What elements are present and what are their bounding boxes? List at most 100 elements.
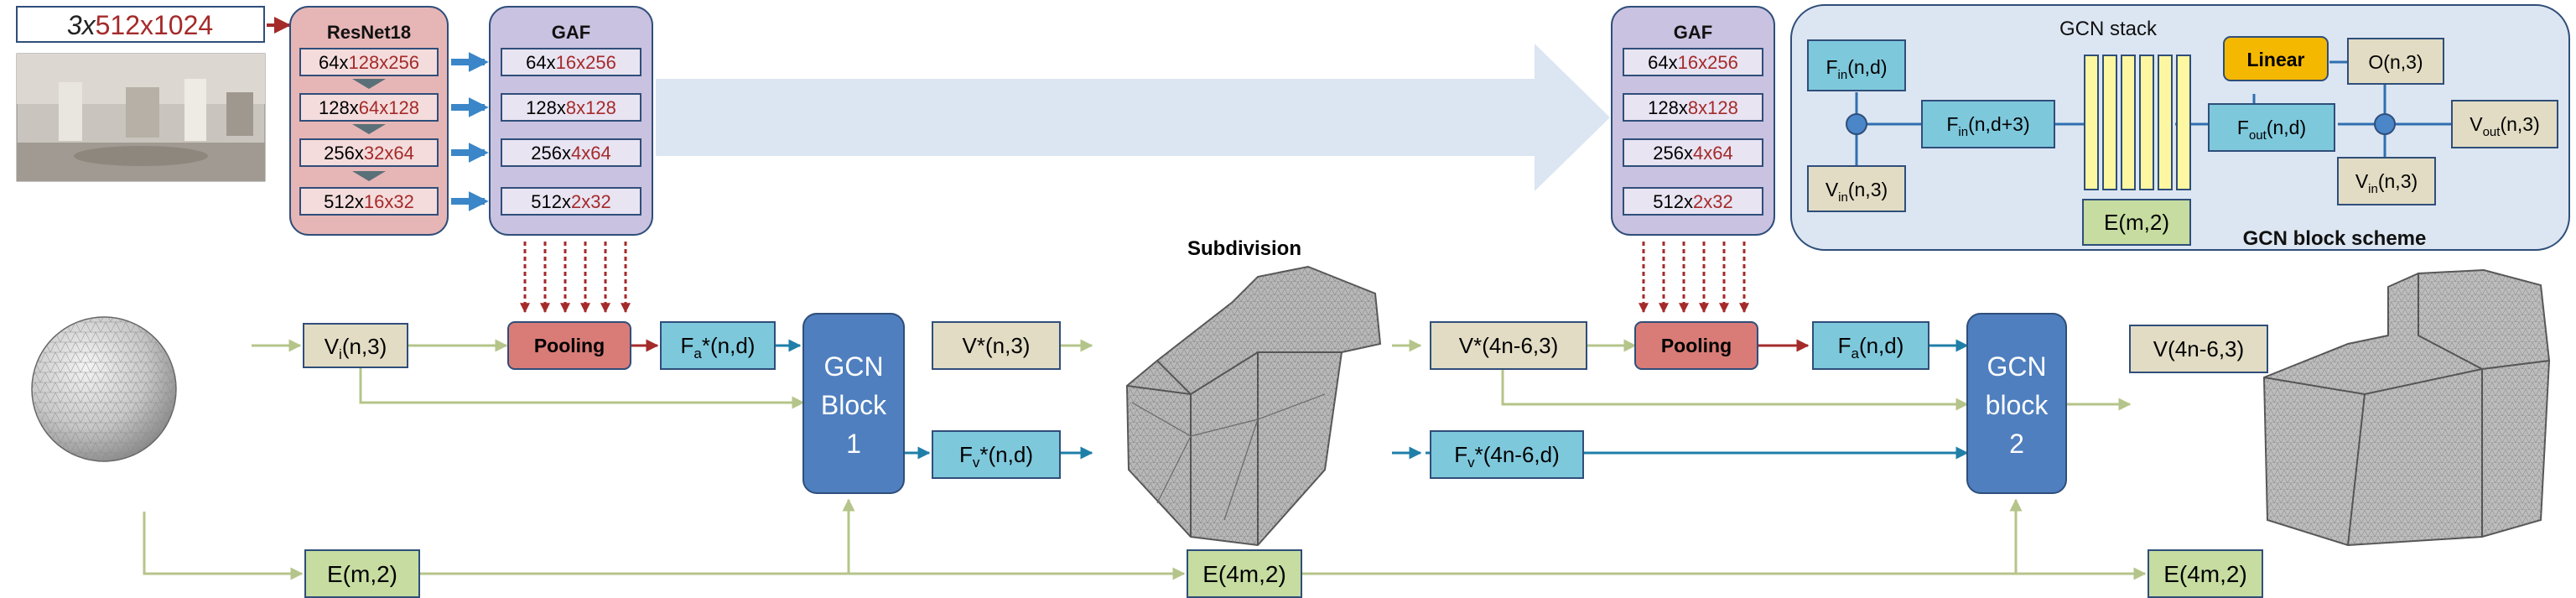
gaf-title-2: GAF <box>1674 22 1712 43</box>
svg-text:Fin(n,d): Fin(n,d) <box>1826 56 1887 82</box>
input-size-label: 3x512x1024 <box>67 10 213 40</box>
svg-text:block: block <box>1986 390 2049 420</box>
svg-text:Fv*(n,d): Fv*(n,d) <box>959 442 1033 471</box>
skip-connection-arrow <box>656 44 1610 191</box>
scheme-fin-concat-box: Fin(n,d+3) <box>1921 100 2055 148</box>
scheme-vin-box: Vin(n,3) <box>1807 165 1906 212</box>
svg-text:E(m,2): E(m,2) <box>327 561 397 587</box>
pipeline-teal-lines <box>775 339 1969 460</box>
svg-text:E(m,2): E(m,2) <box>2104 210 2169 235</box>
vout-box: V(4n-6,3) <box>2129 325 2268 373</box>
svg-text:Block: Block <box>821 390 887 420</box>
vi-box: Vi(n,3) <box>303 323 408 368</box>
pipeline-olive-lines <box>143 339 2147 580</box>
scheme-fout-box: Fout(n,d) <box>2208 103 2335 152</box>
scheme-concat-node-1 <box>1846 113 1867 135</box>
svg-text:Pooling: Pooling <box>1661 335 1732 356</box>
fv2-box: Fv*(4n-6,d) <box>1430 430 1584 479</box>
svg-text:64x16x256: 64x16x256 <box>526 52 616 73</box>
svg-text:256x4x64: 256x4x64 <box>531 143 610 164</box>
svg-text:256x4x64: 256x4x64 <box>1653 143 1732 164</box>
gaf-title-1: GAF <box>552 22 590 43</box>
svg-text:V*(4n-6,3): V*(4n-6,3) <box>1459 333 1559 358</box>
pooling-box-1: Pooling <box>507 321 631 370</box>
svg-text:128x64x128: 128x64x128 <box>319 97 419 118</box>
gaf1-row-4: 512x2x32 <box>501 187 641 216</box>
svg-text:512x16x32: 512x16x32 <box>324 191 414 212</box>
svg-text:Pooling: Pooling <box>534 335 605 356</box>
vstar-box: V*(n,3) <box>932 321 1061 370</box>
svg-text:Vin(n,3): Vin(n,3) <box>2355 170 2418 196</box>
svg-text:E(4m,2): E(4m,2) <box>2163 561 2247 587</box>
gaf2-row-1: 64x16x256 <box>1623 48 1763 76</box>
resnet-title: ResNet18 <box>327 22 411 43</box>
svg-text:Linear: Linear <box>2246 49 2304 70</box>
gcn-stack-title: GCN stack <box>2059 18 2158 40</box>
edges-box-3: E(4m,2) <box>2148 549 2263 598</box>
scheme-connectors <box>1855 60 2452 168</box>
resnet-row-1: 64x128x256 <box>299 48 439 76</box>
svg-text:512x2x32: 512x2x32 <box>531 191 610 212</box>
edges-box-2: E(4m,2) <box>1187 549 1302 598</box>
svg-text:Vi(n,3): Vi(n,3) <box>325 334 387 362</box>
svg-text:512x2x32: 512x2x32 <box>1653 191 1732 212</box>
fa2-box: Fa(n,d) <box>1812 321 1929 370</box>
fv1-box: Fv*(n,d) <box>932 430 1061 479</box>
input-size-box <box>16 6 265 43</box>
room-mesh-icon <box>2262 268 2551 547</box>
gcn-block-2: GCN block 2 <box>1966 313 2067 494</box>
gaf2-row-4: 512x2x32 <box>1623 187 1763 216</box>
gaf1-to-pooling-arrows <box>520 242 631 314</box>
gaf1-row-1: 64x16x256 <box>501 48 641 76</box>
svg-text:Vin(n,3): Vin(n,3) <box>1826 179 1888 205</box>
gaf1-row-3: 256x4x64 <box>501 138 641 167</box>
svg-text:Fout(n,d): Fout(n,d) <box>2237 117 2306 143</box>
svg-text:256x32x64: 256x32x64 <box>324 143 414 164</box>
svg-text:O(n,3): O(n,3) <box>2368 51 2423 73</box>
scheme-vout-box: Vout(n,3) <box>2451 100 2558 148</box>
svg-text:2: 2 <box>2009 429 2024 459</box>
gaf2-row-2: 128x8x128 <box>1623 93 1763 122</box>
vstar2-box: V*(4n-6,3) <box>1430 321 1587 370</box>
svg-text:64x16x256: 64x16x256 <box>1648 52 1738 73</box>
gaf1-row-2: 128x8x128 <box>501 93 641 122</box>
scheme-linear-box: Linear <box>2223 36 2329 81</box>
scheme-vin2-box: Vin(n,3) <box>2337 157 2436 205</box>
edges-box-1: E(m,2) <box>304 549 420 598</box>
svg-text:V(4n-6,3): V(4n-6,3) <box>2153 336 2244 361</box>
scheme-fin-box: Fin(n,d) <box>1807 39 1906 91</box>
scheme-edges-box: E(m,2) <box>2082 199 2191 246</box>
panorama-icon <box>16 53 266 182</box>
pooling-box-2: Pooling <box>1634 321 1758 370</box>
gcn-block-1: GCN Block 1 <box>802 313 905 494</box>
gcn-stack-layers <box>2084 55 2191 190</box>
sphere-icon <box>31 316 177 462</box>
svg-text:GCN: GCN <box>823 351 883 382</box>
svg-text:Fin(n,d+3): Fin(n,d+3) <box>1946 113 2029 139</box>
resnet-row-2: 128x64x128 <box>299 93 439 122</box>
svg-text:Fv*(4n-6,d): Fv*(4n-6,d) <box>1454 442 1560 471</box>
resnet-row-3: 256x32x64 <box>299 138 439 167</box>
svg-text:Fa*(n,d): Fa*(n,d) <box>681 333 756 361</box>
scheme-concat-node-2 <box>2374 113 2396 135</box>
svg-text:E(4m,2): E(4m,2) <box>1202 561 1286 587</box>
svg-text:Vout(n,3): Vout(n,3) <box>2470 113 2540 139</box>
svg-text:64x128x256: 64x128x256 <box>319 52 419 73</box>
resnet-down-arrows <box>352 79 386 181</box>
gcn-scheme-caption: GCN block scheme <box>2243 227 2427 250</box>
svg-text:Fa(n,d): Fa(n,d) <box>1838 333 1904 361</box>
svg-text:128x8x128: 128x8x128 <box>1648 97 1738 118</box>
resnet-row-4: 512x16x32 <box>299 187 439 216</box>
resnet-to-gaf-arrows <box>451 52 489 211</box>
svg-text:1: 1 <box>846 429 861 459</box>
fa1-box: Fa*(n,d) <box>660 321 776 370</box>
gaf2-to-pooling-arrows <box>1639 242 1749 314</box>
svg-text:V*(n,3): V*(n,3) <box>963 333 1031 358</box>
svg-text:GCN: GCN <box>1987 351 2046 382</box>
subdivision-label: Subdivision <box>1187 237 1301 260</box>
gaf2-row-3: 256x4x64 <box>1623 138 1763 167</box>
scheme-o-box: O(n,3) <box>2347 38 2444 85</box>
mesh-icon <box>1125 265 1382 547</box>
svg-text:128x8x128: 128x8x128 <box>526 97 616 118</box>
